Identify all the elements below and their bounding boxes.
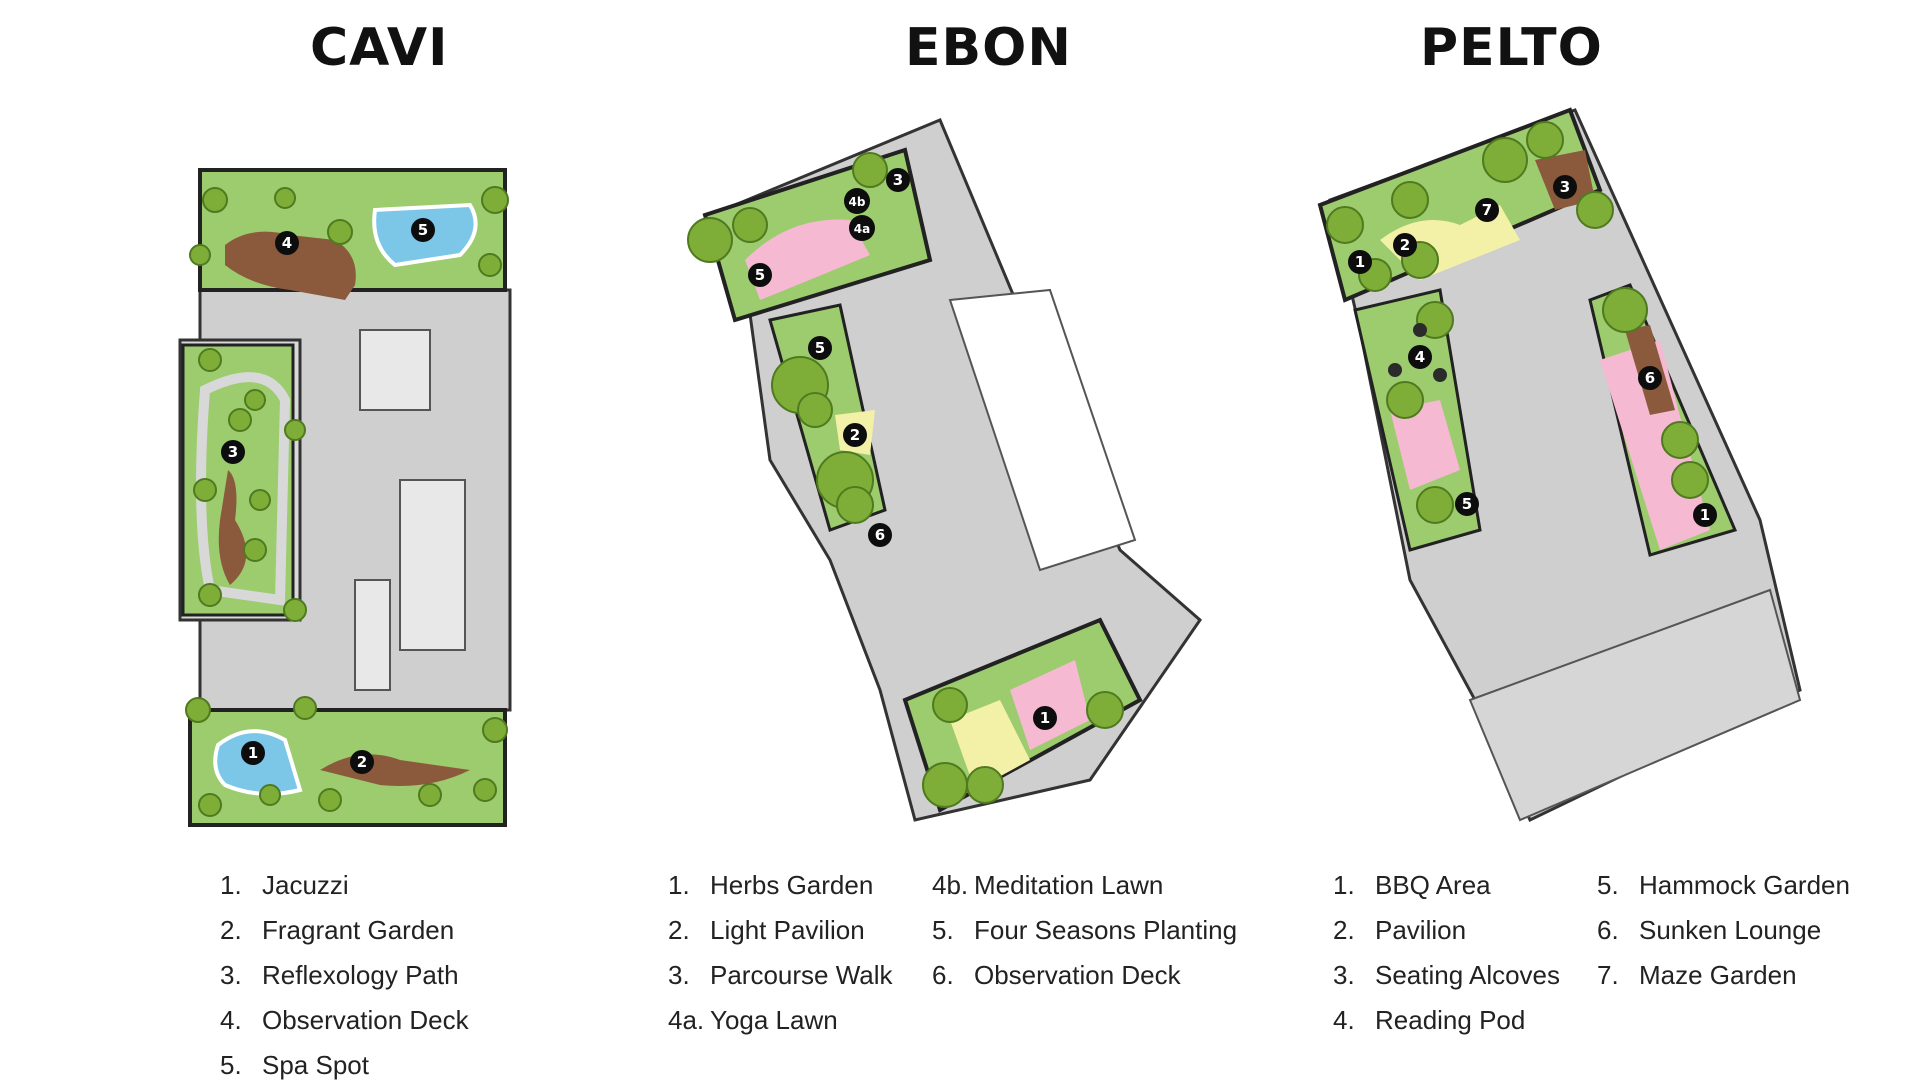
ebon-plan: 1 2 3 4a 4b 5 5 6 <box>687 118 1202 822</box>
legend-item: 2.Light Pavilion <box>668 915 865 945</box>
legend-item: 2.Fragrant Garden <box>220 915 455 945</box>
legend-item: 4.Reading Pod <box>1333 1005 1526 1035</box>
ebon-marker-3: 3 <box>886 168 910 192</box>
cavi-marker-4: 4 <box>275 231 299 255</box>
pelto-marker-1a: 1 <box>1348 250 1372 274</box>
svg-text:5: 5 <box>418 221 428 239</box>
svg-text:4: 4 <box>1415 348 1425 366</box>
legend-item: 2.Pavilion <box>1333 915 1467 945</box>
svg-text:6: 6 <box>1645 369 1655 387</box>
ebon-marker-1: 1 <box>1033 706 1057 730</box>
svg-text:3: 3 <box>228 443 238 461</box>
legend-item: 1.Jacuzzi <box>220 870 349 900</box>
ebon-title: EBON <box>905 18 1072 78</box>
legend-item: 5.Spa Spot <box>220 1050 369 1080</box>
svg-text:1: 1 <box>1355 253 1365 271</box>
svg-text:2: 2 <box>357 753 367 771</box>
cavi-marker-2: 2 <box>350 750 374 774</box>
svg-text:5: 5 <box>755 266 765 284</box>
pelto-marker-2: 2 <box>1393 233 1417 257</box>
svg-text:6: 6 <box>875 526 885 544</box>
svg-text:4: 4 <box>282 234 292 252</box>
ebon-marker-5b: 5 <box>808 336 832 360</box>
pelto-marker-5: 5 <box>1455 492 1479 516</box>
svg-text:1: 1 <box>1040 709 1050 727</box>
legend-item: 1.Herbs Garden <box>668 870 874 900</box>
svg-text:3: 3 <box>893 171 903 189</box>
ebon-marker-2a: 2 <box>843 423 867 447</box>
svg-text:4b: 4b <box>849 195 866 209</box>
legend-item: 7.Maze Garden <box>1597 960 1797 990</box>
pelto-marker-7: 7 <box>1475 198 1499 222</box>
svg-text:2: 2 <box>850 426 860 444</box>
ebon-marker-4a: 4a <box>849 215 875 241</box>
pelto-title: PELTO <box>1420 18 1603 78</box>
svg-text:2: 2 <box>1400 236 1410 254</box>
legend-item: 6.Observation Deck <box>932 960 1181 990</box>
legend-item: 4b.Meditation Lawn <box>932 870 1164 900</box>
legend-item: 5.Hammock Garden <box>1597 870 1850 900</box>
svg-text:7: 7 <box>1482 201 1492 219</box>
cavi-marker-3: 3 <box>221 440 245 464</box>
cavi-marker-1: 1 <box>241 741 265 765</box>
svg-text:5: 5 <box>815 339 825 357</box>
pelto-marker-3: 3 <box>1553 175 1577 199</box>
svg-text:1: 1 <box>1700 506 1710 524</box>
svg-text:4a: 4a <box>854 222 870 236</box>
pelto-plan: 1 1 2 3 4 5 6 7 <box>1317 107 1802 823</box>
svg-text:5: 5 <box>1462 495 1472 513</box>
pelto-marker-6: 6 <box>1638 366 1662 390</box>
pelto-marker-4: 4 <box>1408 345 1432 369</box>
cavi-title: CAVI <box>310 18 449 78</box>
svg-text:3: 3 <box>1560 178 1570 196</box>
ebon-marker-5a: 5 <box>748 263 772 287</box>
legend-item: 3.Reflexology Path <box>220 960 459 990</box>
legend-item: 4.Observation Deck <box>220 1005 469 1035</box>
legend-item: 3.Parcourse Walk <box>668 960 893 990</box>
legend-item: 5.Four Seasons Planting <box>932 915 1238 945</box>
pelto-marker-1b: 1 <box>1693 503 1717 527</box>
cavi-plan: 1 2 3 4 5 <box>178 168 512 827</box>
cavi-marker-5: 5 <box>411 218 435 242</box>
svg-text:1: 1 <box>248 744 258 762</box>
legend-item: 4a.Yoga Lawn <box>668 1005 838 1035</box>
legend-item: 3.Seating Alcoves <box>1333 960 1561 990</box>
ebon-marker-6: 6 <box>868 523 892 547</box>
legend-item: 1.BBQ Area <box>1333 870 1491 900</box>
ebon-marker-4b: 4b <box>844 188 870 214</box>
legend-item: 6.Sunken Lounge <box>1597 915 1822 945</box>
